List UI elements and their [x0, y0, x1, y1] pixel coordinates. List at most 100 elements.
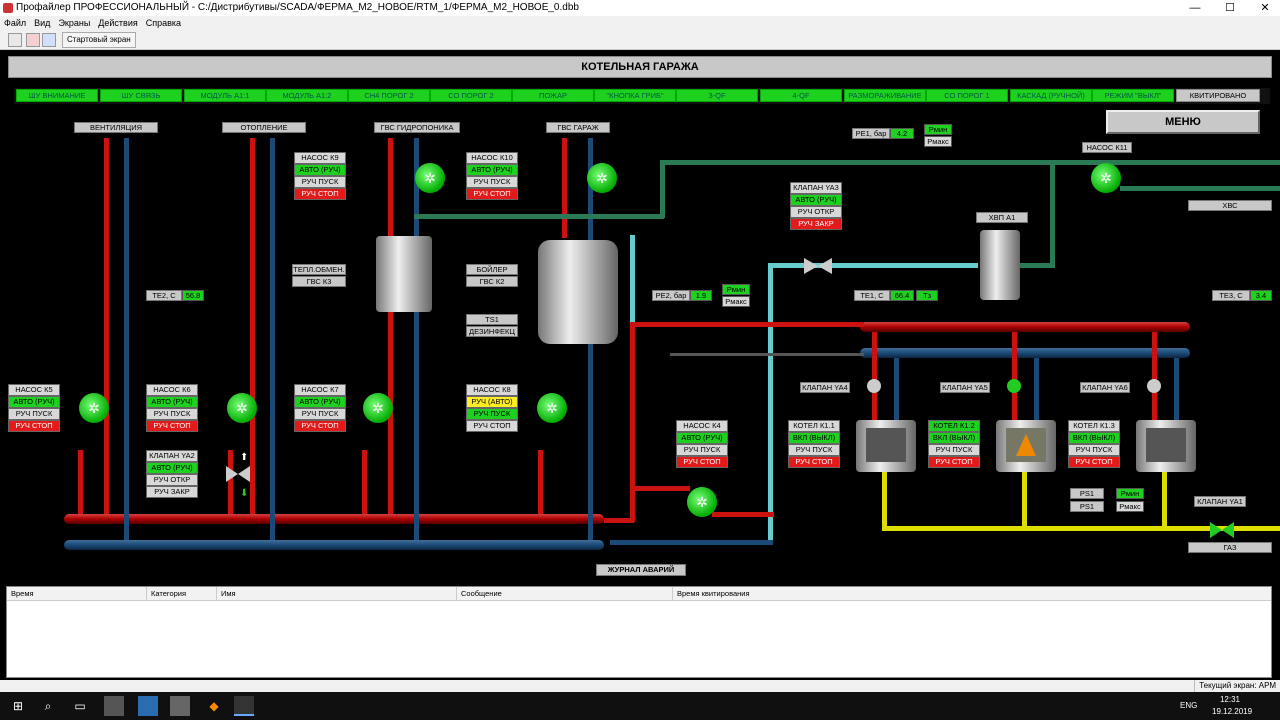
- boiler-k12-stop[interactable]: РУЧ СТОП: [928, 456, 980, 468]
- boiler-k12-panel: КОТЕЛ К1.2 ВКЛ (ВЫКЛ) РУЧ ПУСК РУЧ СТОП: [928, 420, 980, 468]
- svg-text:✲: ✲: [88, 400, 100, 416]
- pump-k4-start[interactable]: РУЧ ПУСК: [676, 444, 728, 456]
- svg-text:✲: ✲: [236, 400, 248, 416]
- valve-ya1-title: КЛАПАН YA1: [1194, 496, 1246, 507]
- pump-k8-stop[interactable]: РУЧ СТОП: [466, 420, 518, 432]
- pump-k10-start[interactable]: РУЧ ПУСК: [466, 176, 518, 188]
- pump-k4-stop[interactable]: РУЧ СТОП: [676, 456, 728, 468]
- clock[interactable]: 12:31 19.12.2019: [1212, 692, 1252, 720]
- pump-k6-stop[interactable]: РУЧ СТОП: [146, 420, 198, 432]
- tools-icon[interactable]: [26, 33, 40, 47]
- boiler-k11-stop[interactable]: РУЧ СТОП: [788, 456, 840, 468]
- col-time[interactable]: Время: [7, 587, 147, 601]
- menu-actions[interactable]: Действия: [98, 18, 138, 28]
- boiler-k12-title: КОТЕЛ К1.2: [928, 420, 980, 432]
- boiler-k13-start[interactable]: РУЧ ПУСК: [1068, 444, 1120, 456]
- valve-ya3-panel: КЛАПАН YA3 АВТО (РУЧ) РУЧ ОТКР РУЧ ЗАКР: [790, 182, 842, 230]
- valve-ya2-auto[interactable]: АВТО (РУЧ): [146, 462, 198, 474]
- boiler-k11-start[interactable]: РУЧ ПУСК: [788, 444, 840, 456]
- menu-view[interactable]: Вид: [34, 18, 51, 28]
- te2-value: 56.8: [182, 290, 204, 301]
- pump-k4-auto[interactable]: АВТО (РУЧ): [676, 432, 728, 444]
- boiler-k12-start[interactable]: РУЧ ПУСК: [928, 444, 980, 456]
- pump-k7-panel: НАСОС К7 АВТО (РУЧ) РУЧ ПУСК РУЧ СТОП: [294, 384, 346, 432]
- menu-file[interactable]: Файл: [4, 18, 27, 28]
- pump-k8-title: НАСОС К8: [466, 384, 518, 396]
- pump-k7-stop[interactable]: РУЧ СТОП: [294, 420, 346, 432]
- alarm-row: ШУ ВНИМАНИЕ ШУ СВЯЗЬ МОДУЛЬ А1:1 МОДУЛЬ …: [14, 88, 1270, 104]
- boiler-k12-onoff[interactable]: ВКЛ (ВЫКЛ): [928, 432, 980, 444]
- valve-ya5-title: КЛАПАН YA5: [940, 382, 990, 393]
- pump-k8-start[interactable]: РУЧ ПУСК: [466, 408, 518, 420]
- app-icon-2[interactable]: [138, 696, 158, 716]
- valve-ya2-open[interactable]: РУЧ ОТКР: [146, 474, 198, 486]
- ps1-min: Рмин: [1116, 488, 1144, 499]
- windows-start-icon[interactable]: ⊞: [12, 699, 24, 713]
- valve-ya2-title: КЛАПАН YA2: [146, 450, 198, 462]
- app-icon-3[interactable]: [170, 696, 190, 716]
- pump-k9-auto[interactable]: АВТО (РУЧ): [294, 164, 346, 176]
- task-view-icon[interactable]: ▭: [74, 699, 86, 713]
- valve-ya2-close[interactable]: РУЧ ЗАКР: [146, 486, 198, 498]
- col-category[interactable]: Категория: [147, 587, 217, 601]
- search-icon[interactable]: ⌕: [44, 699, 52, 713]
- pump-k10-icon: ✲: [587, 163, 617, 193]
- alarm-indicator: МОДУЛЬ А1:1: [184, 89, 266, 102]
- pump-k4-icon: ✲: [687, 487, 717, 517]
- menu-button[interactable]: МЕНЮ: [1106, 110, 1260, 134]
- valve-ya3-open[interactable]: РУЧ ОТКР: [790, 206, 842, 218]
- pump-k9-start[interactable]: РУЧ ПУСК: [294, 176, 346, 188]
- pump-k7-start[interactable]: РУЧ ПУСК: [294, 408, 346, 420]
- svg-text:⬇: ⬇: [240, 488, 248, 499]
- pump-k5-icon: ✲: [79, 393, 109, 423]
- pump-k5-title: НАСОС К5: [8, 384, 60, 396]
- te1-setpoint: Тз: [916, 290, 938, 301]
- scada-app-icon[interactable]: [234, 696, 254, 716]
- valve-ya3-title: КЛАПАН YA3: [790, 182, 842, 194]
- menu-help[interactable]: Справка: [145, 18, 182, 28]
- valve-ya3-auto[interactable]: АВТО (РУЧ): [790, 194, 842, 206]
- valve-ya4-title: КЛАПАН YA4: [800, 382, 850, 393]
- pump-k6-auto[interactable]: АВТО (РУЧ): [146, 396, 198, 408]
- svg-text:✲: ✲: [596, 170, 608, 186]
- maximize-button[interactable]: ☐: [1225, 2, 1235, 14]
- calculator-app-icon[interactable]: [104, 696, 124, 716]
- section-hvs: ХВС: [1188, 200, 1272, 211]
- pump-k9-icon: ✲: [415, 163, 445, 193]
- alarm-journal-title: ЖУРНАЛ АВАРИЙ: [596, 564, 686, 576]
- alarm-journal-table[interactable]: Время Категория Имя Сообщение Время квит…: [6, 586, 1272, 678]
- boiler-k11-onoff[interactable]: ВКЛ (ВЫКЛ): [788, 432, 840, 444]
- valve-ya3-close[interactable]: РУЧ ЗАКР: [790, 218, 842, 230]
- pump-k5-start[interactable]: РУЧ ПУСК: [8, 408, 60, 420]
- print-icon[interactable]: [8, 33, 22, 47]
- close-button[interactable]: ✕: [1260, 2, 1270, 14]
- fit-screen-icon[interactable]: [42, 33, 56, 47]
- minimize-button[interactable]: —: [1189, 2, 1201, 14]
- boiler-k13-stop[interactable]: РУЧ СТОП: [1068, 456, 1120, 468]
- pump-k9-stop[interactable]: РУЧ СТОП: [294, 188, 346, 200]
- menu-screens[interactable]: Экраны: [58, 18, 91, 28]
- pump-k7-auto[interactable]: АВТО (РУЧ): [294, 396, 346, 408]
- start-screen-button[interactable]: Стартовый экран: [62, 32, 136, 48]
- pump-k10-stop[interactable]: РУЧ СТОП: [466, 188, 518, 200]
- app-icon-4[interactable]: ◆: [209, 699, 219, 713]
- pump-k10-title: НАСОС К10: [466, 152, 518, 164]
- taskbar: ⊞ ⌕ ▭ ◆ ENG 12:31 19.12.2019: [0, 692, 1280, 720]
- pump-k5-stop[interactable]: РУЧ СТОП: [8, 420, 60, 432]
- pump-k5-auto[interactable]: АВТО (РУЧ): [8, 396, 60, 408]
- section-gas: ГАЗ: [1188, 542, 1272, 553]
- pump-k7-title: НАСОС К7: [294, 384, 346, 396]
- pump-k6-start[interactable]: РУЧ ПУСК: [146, 408, 198, 420]
- pump-k6-title: НАСОС К6: [146, 384, 198, 396]
- svg-text:✲: ✲: [696, 494, 708, 510]
- col-ack-time[interactable]: Время квитирования: [677, 589, 750, 598]
- language-indicator[interactable]: ENG: [1180, 701, 1198, 710]
- alarm-indicator: ШУ ВНИМАНИЕ: [16, 89, 98, 102]
- boiler-k13-onoff[interactable]: ВКЛ (ВЫКЛ): [1068, 432, 1120, 444]
- col-name[interactable]: Имя: [217, 587, 457, 601]
- pump-k8-auto[interactable]: РУЧ (АВТО): [466, 396, 518, 408]
- pe2-label: РЕ2, бар: [652, 290, 690, 301]
- pump-k10-auto[interactable]: АВТО (РУЧ): [466, 164, 518, 176]
- col-message[interactable]: Сообщение: [457, 587, 673, 601]
- svg-text:✲: ✲: [424, 170, 436, 186]
